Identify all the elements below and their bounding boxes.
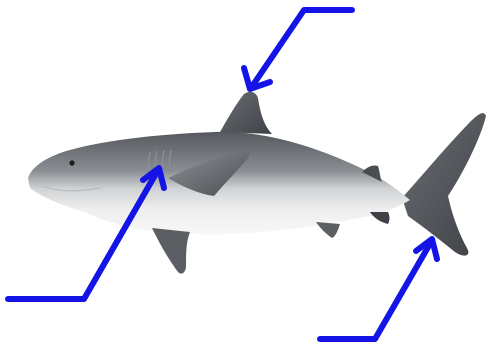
shark-eye <box>69 160 74 165</box>
